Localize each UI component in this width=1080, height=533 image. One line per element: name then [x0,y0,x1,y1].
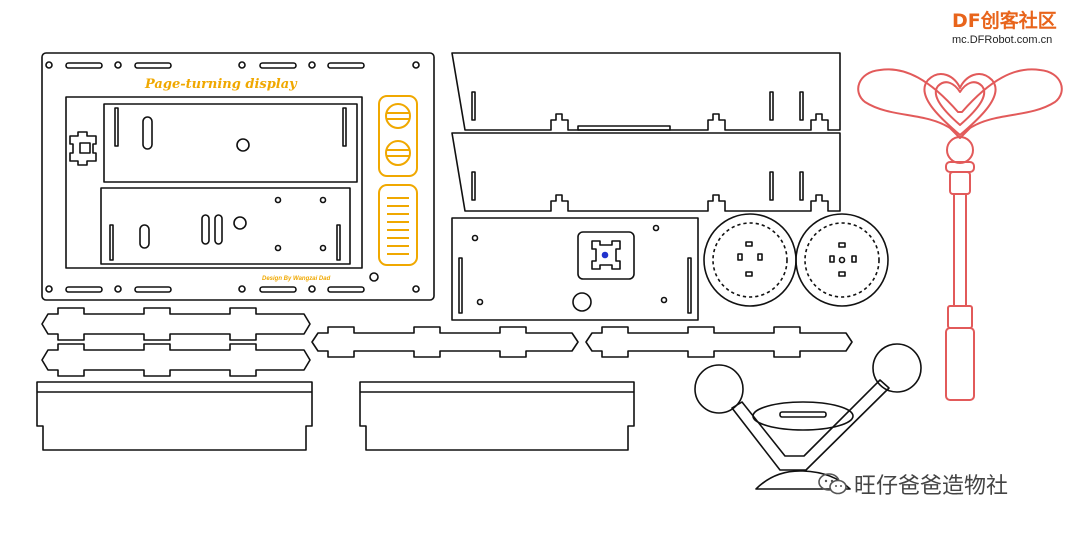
strip-left-1 [41,307,311,341]
panel-title: Page-turning display [144,77,298,92]
gear-disc-left [703,213,797,307]
watermark-text: 旺仔爸爸造物社 [854,474,1009,499]
front-panel [41,52,435,301]
yellow-grille [378,184,418,266]
gear-disc-right [795,213,889,307]
bottom-box-left [36,381,313,451]
logo-url: mc.DFRobot.com.cn [952,34,1053,46]
base-plate [451,217,699,321]
side-plate-bottom [451,132,841,212]
strip-left-2 [41,343,311,377]
logo-brand: DF创客社区 [952,10,1057,32]
strip-right [585,326,853,358]
dfrobot-logo: DF创客社区 mc.DFRobot.com.cn [952,6,1072,46]
wechat-icon [818,473,847,495]
side-plate-top [451,52,841,131]
yellow-knob-panel [378,95,418,177]
watermark: 旺仔爸爸造物社 [818,468,1008,500]
bottom-box-right [359,381,635,451]
panel-credit: Design By Wangzai Dad [262,276,331,282]
strip-middle [311,326,579,358]
magic-wand [857,68,1063,401]
